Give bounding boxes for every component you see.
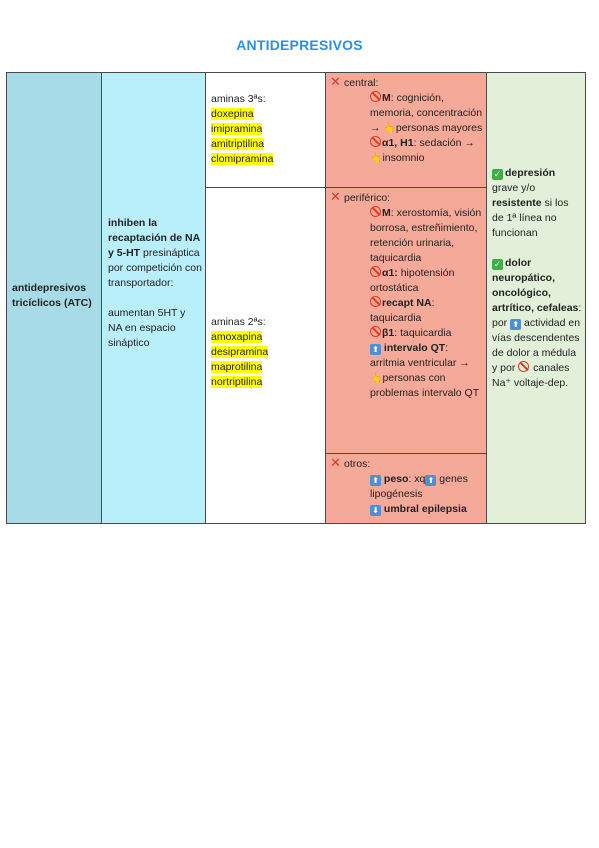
mechanism-effect: aumentan 5HT y NA en espacio sináptico (108, 307, 186, 349)
secondary-amines-label: aminas 2ªs: (211, 316, 266, 328)
central-m-text: : cognición, memoria, concentración → (370, 92, 483, 134)
indication-pain: dolor neuropático, oncológico, artrítico… (492, 257, 579, 314)
prohibited-icon (370, 296, 381, 307)
indication-pain-por: por (492, 317, 508, 329)
central-m-note: personas mayores (395, 122, 483, 134)
pointing-hand-icon: 👆 (370, 153, 383, 164)
up-arrow-icon: ⬆ (370, 344, 381, 355)
indication-resistant-text: si los de 1ª línea no funcionan (492, 197, 569, 239)
drug-item: nortriptilina (211, 376, 263, 388)
up-arrow-icon: ⬆ (425, 475, 437, 486)
indication-pain-channels: canales Na⁺ voltaje-dep. (492, 362, 570, 389)
indication-depression: depresión (505, 167, 556, 179)
page-title: ANTIDEPRESIVOS (236, 37, 363, 53)
qt-interval: intervalo QT (383, 342, 446, 354)
indication-depression-text: grave y/o (492, 182, 536, 194)
x-icon: ✕ (330, 189, 341, 204)
prohibited-icon (370, 91, 381, 102)
mechanism-cell: inhiben la recaptación de NA y 5-HT pres… (102, 73, 206, 523)
indication-pain-colon: : (578, 302, 582, 314)
receptor-m: M (382, 207, 391, 219)
weight-text: : xq (408, 473, 426, 485)
check-icon: ✓ (492, 169, 503, 180)
central-effects-cell: ✕central: M: cognición, memoria, concent… (326, 73, 487, 188)
drug-item: maprotilina (211, 361, 263, 373)
prohibited-icon (370, 266, 381, 277)
peripheral-m-text: : xerostomía, visión borrosa, estreñimie… (370, 207, 482, 264)
drug-item: desipramina (211, 346, 269, 358)
peripheral-qt-text: : arritmia ventricular → (370, 342, 470, 369)
tertiary-amines-cell: aminas 3ªs: doxepina imipramina amitript… (206, 73, 326, 188)
peripheral-a1-text: hipotensión ortostática (370, 267, 455, 294)
drug-item: clomipramina (211, 153, 274, 165)
tertiary-amines-label: aminas 3ªs: (211, 93, 266, 105)
x-icon: ✕ (330, 455, 341, 470)
seizure-threshold: umbral epilepsia (383, 503, 467, 515)
indication-resistant: resistente (492, 197, 542, 209)
receptor-m: M (382, 92, 391, 104)
up-arrow-icon: ⬆ (510, 319, 522, 330)
other-effects-cell: ✕otros: ⬆ peso: xq⬆ genes lipogénesis ⬇ … (326, 454, 487, 523)
up-arrow-icon: ⬆ (370, 475, 381, 486)
drug-item: amitriptilina (211, 138, 265, 150)
weight-genes-text: genes lipogénesis (370, 473, 468, 500)
recapt-na: recapt NA (382, 297, 432, 309)
prohibited-icon (518, 361, 530, 372)
drug-class-cell: antidepresivos tricíclicos (ATC) (7, 73, 102, 523)
pointing-hand-icon: 👆 (383, 123, 396, 134)
check-icon: ✓ (492, 259, 503, 270)
other-label: otros: (344, 458, 371, 470)
weight-bold: peso (383, 473, 409, 485)
peripheral-b1-text: : taquicardia (394, 327, 452, 339)
receptor-a1: α1: (382, 267, 398, 279)
prohibited-icon (370, 326, 381, 337)
down-arrow-icon: ⬇ (370, 505, 381, 516)
mechanism-text: presináptica por competición con transpo… (108, 247, 202, 289)
central-a1-text: : sedación → (413, 137, 475, 149)
pointing-hand-icon: 👆 (370, 373, 383, 384)
indication-pain-text: actividad en vías descendentes de dolor … (492, 317, 581, 374)
prohibited-icon (370, 136, 381, 147)
prohibited-icon (370, 206, 381, 217)
secondary-amines-cell: aminas 2ªs: amoxapina desipramina maprot… (206, 188, 326, 523)
drug-class-label: antidepresivos tricíclicos (ATC) (12, 282, 92, 309)
receptor-b1: β1 (382, 327, 395, 339)
mechanism-bold: inhiben la recaptación de NA y 5-HT (108, 217, 200, 259)
x-icon: ✕ (330, 74, 341, 89)
peripheral-label: periférico: (344, 192, 391, 204)
receptor-a1-h1: α1, H1 (382, 137, 414, 149)
antidepressant-table: antidepresivos tricíclicos (ATC) inhiben… (6, 72, 586, 524)
central-label: central: (344, 77, 379, 89)
drug-item: imipramina (211, 123, 263, 135)
indications-cell: ✓depresión grave y/o resistente si los d… (487, 73, 585, 523)
drug-item: doxepina (211, 108, 254, 120)
drug-item: amoxapina (211, 331, 263, 343)
peripheral-effects-cell: ✕periférico: M: xerostomía, visión borro… (326, 188, 487, 454)
peripheral-qt-note: personas con problemas intervalo QT (370, 372, 480, 399)
central-a1-note: insomnio (382, 152, 425, 164)
peripheral-na-text: : taquicardia (370, 297, 435, 324)
